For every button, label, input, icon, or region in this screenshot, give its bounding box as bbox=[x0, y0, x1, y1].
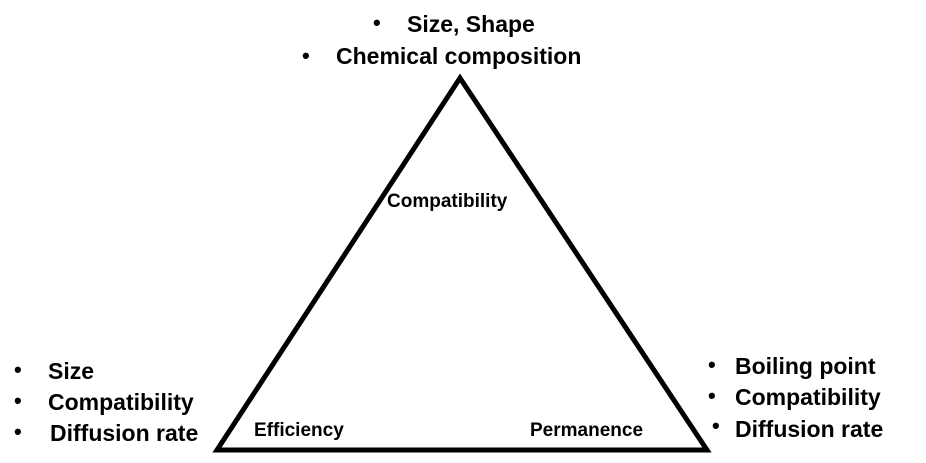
top-factor-2: Chemical composition bbox=[336, 43, 582, 69]
left-factor-3: Diffusion rate bbox=[50, 420, 199, 446]
top-factor-1: Size, Shape bbox=[407, 11, 535, 37]
right-factor-3: Diffusion rate bbox=[735, 416, 884, 442]
bullet-top-1: • bbox=[373, 10, 381, 35]
left-factor-1: Size bbox=[48, 358, 95, 384]
bullet-left-1: • bbox=[14, 357, 22, 382]
triangle-outline bbox=[212, 73, 712, 453]
left-factor-2: Compatibility bbox=[48, 389, 194, 415]
bullet-top-2: • bbox=[302, 43, 310, 68]
bullet-right-2: • bbox=[708, 383, 716, 408]
bullet-left-2: • bbox=[14, 388, 22, 413]
vertex-label-compatibility: Compatibility bbox=[387, 191, 508, 212]
bullet-right-1: • bbox=[708, 352, 716, 377]
vertex-label-permanence: Permanence bbox=[530, 420, 644, 441]
right-factor-1: Boiling point bbox=[735, 353, 876, 379]
right-factor-2: Compatibility bbox=[735, 384, 881, 410]
vertex-label-efficiency: Efficiency bbox=[254, 420, 344, 441]
bullet-right-3: • bbox=[712, 413, 720, 438]
bullet-left-3: • bbox=[14, 419, 22, 444]
